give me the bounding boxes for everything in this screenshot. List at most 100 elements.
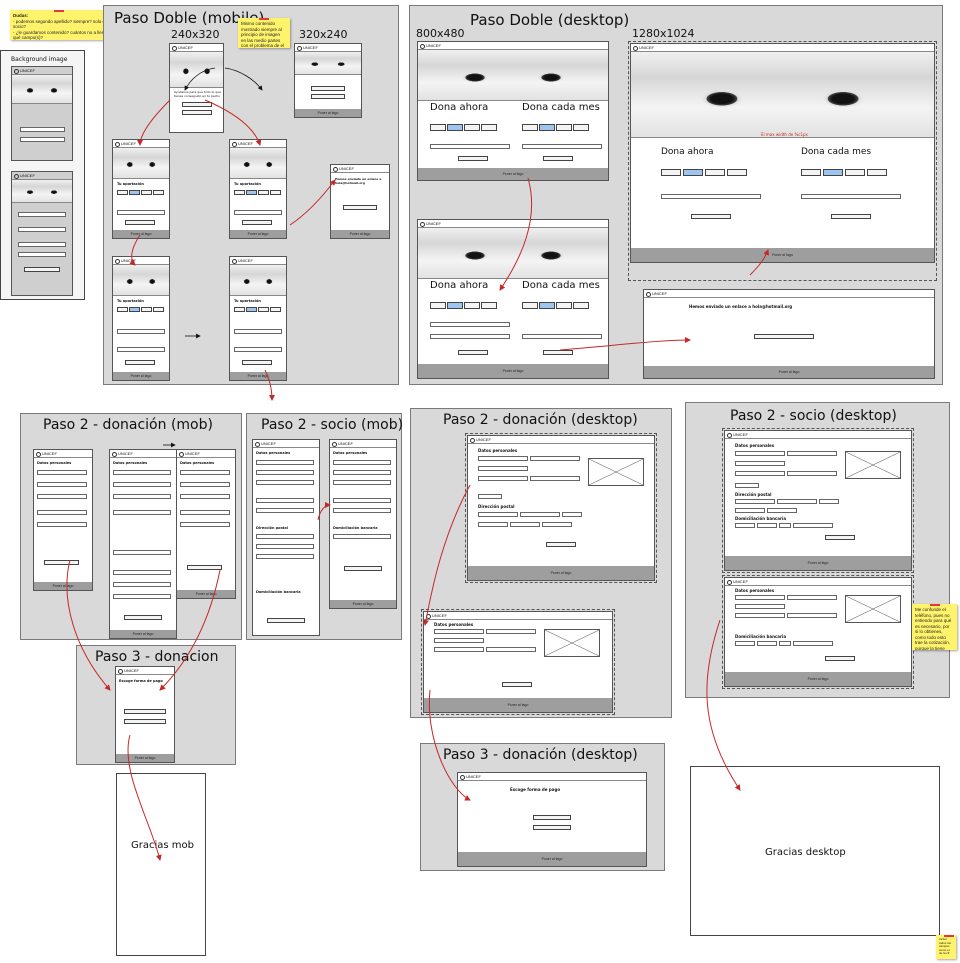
eyes-image [170, 52, 223, 88]
mock-field [333, 480, 391, 485]
tu-aportacion: Tu aportación [117, 182, 144, 186]
mock-field [180, 494, 230, 499]
mock-brand: UNICEF [458, 773, 646, 781]
mock-field [562, 512, 582, 517]
siguiente-button [44, 560, 79, 565]
mock-field [430, 322, 510, 327]
mock-field [510, 522, 540, 527]
corner-sticky-note: Incluir todos los campos como el de la c… [936, 935, 956, 959]
amount-button [661, 169, 681, 176]
desktop-mock-800-2: UNICEF Dona ahora Dona cada mes Poner al… [417, 219, 609, 379]
sticky-tape [930, 604, 940, 606]
mock-field [113, 550, 171, 555]
amount-button [867, 169, 887, 176]
amount-button [234, 307, 245, 312]
mock-field [333, 534, 391, 539]
mock-field [180, 522, 230, 527]
datos-personales: Datos personales [434, 622, 474, 627]
mock-field [661, 194, 761, 199]
amount-button [556, 124, 572, 131]
mock-field [530, 476, 580, 481]
mock-field [478, 522, 508, 527]
mock-footer: Poner al fago [725, 672, 911, 686]
mock-field [478, 494, 502, 499]
siguiente-button [502, 682, 532, 687]
escoge-pago: Escoge forma de pago [119, 679, 163, 683]
mock-button [311, 86, 345, 91]
datos-personales: Datos personales [478, 448, 518, 453]
mock-field [333, 508, 391, 513]
mock-button [311, 94, 345, 99]
mock-brand: UNICEF [468, 436, 654, 444]
mock-field [256, 534, 314, 539]
mock-brand: UNICEF [424, 612, 612, 620]
mobile-mock-intro: UNICEF Ayúdanos para que todo lo que tie… [169, 43, 224, 133]
amount-button [845, 169, 865, 176]
mock-footer: Poner al fago [177, 590, 235, 598]
mock-field [113, 510, 171, 515]
mock-field [256, 460, 314, 465]
domiciliacion: Domiciliación bancaria [735, 634, 787, 639]
mock-footer: Poner al fago [468, 566, 654, 580]
mock-footer: Poner al fago [230, 372, 286, 380]
mock-field [113, 482, 171, 487]
donacion-mob-form-1: UNICEF Datos personales Poner al fago [33, 449, 93, 591]
paso2-donacion-mob-title: Paso 2 - donación (mob) [43, 417, 213, 433]
amount-button [270, 307, 281, 312]
sticky-tape [54, 10, 64, 12]
hazte-socio-button [831, 214, 871, 219]
mock-brand: UNICEF [12, 67, 72, 75]
size-1280x1024: 1280x1024 [632, 27, 695, 40]
domiciliacion: Domiciliación bancaria [333, 526, 378, 530]
mock-button [458, 350, 488, 355]
mock-field [113, 570, 171, 575]
paso2-socio-mob-panel: Paso 2 - socio (mob) UNICEF Datos person… [246, 413, 403, 640]
mock-field [779, 641, 791, 646]
amount-button [464, 124, 480, 131]
size-320x240: 320x240 [299, 28, 348, 41]
hazte-socio-button [242, 220, 272, 225]
eyes-image [631, 52, 934, 138]
mock-field [735, 451, 785, 456]
socio-sticky-note: Me confunde el teléfono, pues no entiend… [912, 604, 957, 650]
donacion-mob-form-3: UNICEF Datos personales Poner al fago [176, 449, 236, 599]
image-placeholder [544, 629, 600, 657]
mock-field [20, 137, 65, 142]
mock-footer: Poner al fago [113, 372, 169, 380]
mock-field [113, 582, 171, 587]
pagar-paypal-button [124, 719, 166, 724]
hemos-enviado-text: Hemos enviado un enlace a hola@hotmail.o… [335, 177, 382, 185]
amount-button [573, 302, 589, 309]
tu-aportacion: Tu aportación [234, 182, 261, 186]
desktop-mock-email-sent: UNICEF Hemos enviado un enlace a hola@ho… [643, 289, 935, 379]
mock-field [522, 144, 602, 149]
mock-brand: UNICEF [230, 140, 286, 148]
mock-field [18, 212, 66, 217]
mock-footer: Poner al fago [330, 600, 396, 608]
mock-brand: UNICEF [253, 440, 319, 448]
mock-footer: Poner al fago [418, 168, 608, 180]
amount-button-selected [823, 169, 843, 176]
max-width-note: El max width de %c1px [761, 132, 808, 137]
mock-footer: Poner al fago [725, 556, 911, 570]
hazte-socio-button [825, 535, 855, 540]
amount-button-selected [447, 302, 463, 309]
escoge-pago: Escoge forma de pago [510, 787, 561, 792]
mock-field [256, 554, 314, 559]
domiciliacion: Domiciliación bancaria [735, 516, 787, 521]
datos-personales: Datos personales [180, 461, 215, 465]
hazte-socio-button [242, 360, 272, 365]
amount-button [481, 124, 497, 131]
paso-doble-desktop-panel: Paso Doble (desktop) 800x480 1280x1024 U… [409, 5, 943, 385]
mock-brand: UNICEF [330, 440, 396, 448]
amount-button [430, 124, 446, 131]
mock-footer: Poner al fago [110, 630, 176, 638]
mock-footer: Poner al fago [116, 754, 174, 762]
mock-field [522, 334, 602, 339]
mock-field [18, 252, 66, 257]
mock-footer: Poner al fago [418, 364, 608, 378]
mock-button [458, 156, 488, 161]
amount-button [141, 190, 152, 195]
dudas-body: - podemos segundo apellido? siempre? sol… [13, 18, 116, 41]
mock-field [478, 466, 528, 471]
